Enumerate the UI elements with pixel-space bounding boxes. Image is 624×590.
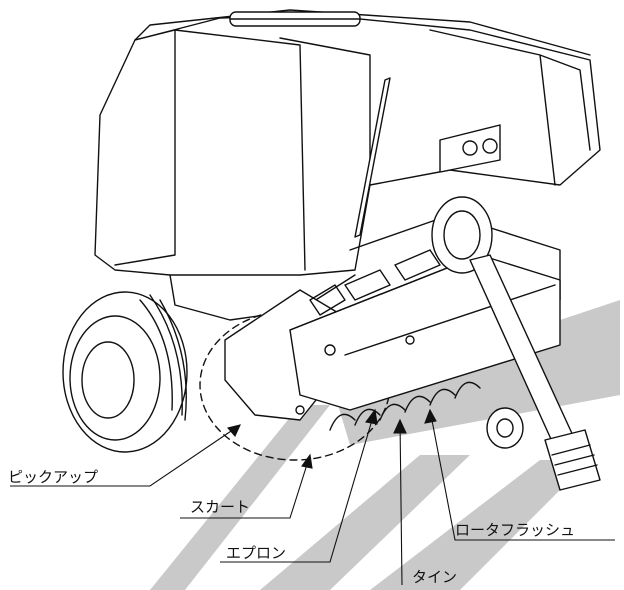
bracket-hole-1 (462, 140, 478, 156)
caster-hub (496, 418, 514, 438)
rotor-housing-edge (344, 284, 556, 356)
lower-frame (169, 274, 356, 321)
wheel-rim (81, 341, 135, 419)
baler-machine (62, 9, 601, 491)
pto-shaft (431, 196, 601, 491)
housing-slot-3 (394, 249, 441, 281)
leader-pickup (10, 424, 241, 487)
leader-lines (10, 408, 615, 586)
top-ridge (134, 9, 591, 56)
baler-body (94, 14, 601, 276)
highlight-band-left (150, 405, 330, 590)
highlight-band-middle (260, 455, 470, 590)
label-skirt: スカート (190, 498, 251, 516)
housing-slot-2 (344, 269, 391, 301)
label-apron: エプロン (226, 544, 287, 562)
leader-skirt (180, 454, 311, 519)
pto-yoke-inner (443, 210, 481, 260)
pto-guard-ribs (551, 444, 598, 476)
leader-tine (399, 419, 403, 586)
front-face (114, 29, 176, 266)
arrow-pickup (226, 424, 241, 438)
side-rib-1 (279, 37, 371, 176)
tire-tread (139, 294, 187, 421)
caster-wheel (486, 407, 524, 449)
arrow-tine (393, 418, 407, 434)
wheel (62, 291, 188, 453)
label-tine: タイン (412, 568, 458, 586)
housing-bolt-3 (295, 405, 305, 415)
lever-rod (354, 77, 391, 238)
housing-bolt-1 (324, 344, 336, 356)
housing-slot-1 (309, 284, 346, 316)
side-bracket (439, 124, 501, 173)
side-rib-3 (539, 54, 591, 151)
highlight-band-right (370, 460, 590, 590)
front-panel-inner (174, 29, 306, 271)
bracket-hole-2 (482, 138, 498, 154)
arrow-apron (365, 408, 378, 425)
arrow-rotor (424, 408, 437, 424)
wheel-tire-inner (69, 315, 161, 441)
arrow-skirt (301, 453, 313, 469)
lower-crossbar (349, 214, 561, 301)
label-pickup: ピックアップ (8, 468, 99, 486)
leader-apron (220, 409, 376, 563)
pto-yoke (431, 196, 493, 274)
housing-bolt-2 (405, 335, 415, 345)
label-rotor-flashing: ロータフラッシュ (455, 521, 576, 539)
leader-rotor (429, 409, 615, 541)
tines (329, 381, 481, 431)
